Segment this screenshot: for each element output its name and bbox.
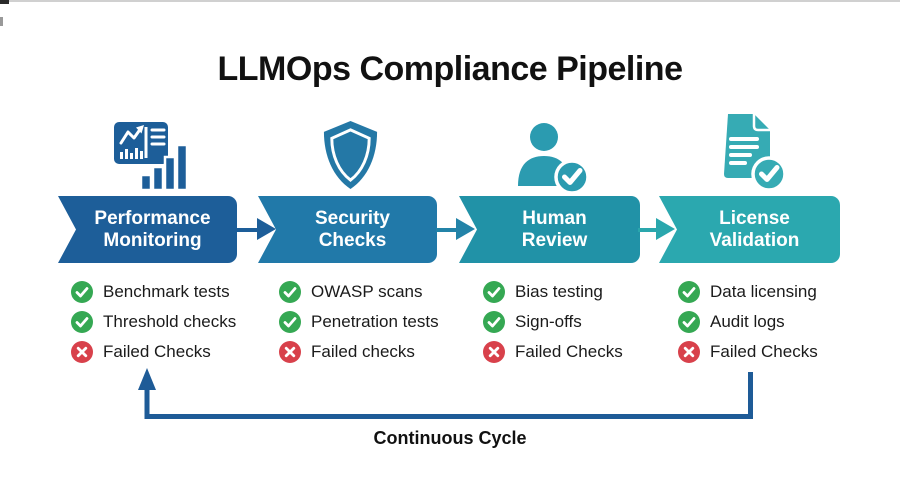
continuous-cycle-label: Continuous Cycle [373,428,527,448]
document-check-icon [712,112,792,196]
connector-arrow-line-1 [235,228,261,232]
list-item: Penetration tests [279,311,439,333]
frame-top-artifact [0,0,900,2]
list-item-label: OWASP scans [311,282,423,301]
check-circle-icon [71,281,93,303]
page-title: LLMOps Compliance Pipeline [217,50,683,88]
list-item: Failed Checks [678,341,818,363]
list-item-label: Threshold checks [103,312,237,331]
stage-banner-license-validation: License Validation [659,196,840,263]
check-circle-icon [279,311,301,333]
check-circle-icon [279,281,301,303]
list-item: Failed checks [279,341,415,363]
list-item: Benchmark tests [71,281,230,303]
continuous-cycle-arrow [137,366,767,426]
check-circle-icon [71,311,93,333]
list-item: Bias testing [483,281,603,303]
connector-arrowhead-3 [656,218,675,240]
x-circle-icon [483,341,505,363]
list-item-label: Failed Checks [103,342,211,361]
list-item-label: Failed Checks [515,342,623,361]
check-circle-icon [678,311,700,333]
frame-left-artifact [0,17,3,26]
list-item-label: Bias testing [515,282,603,301]
x-circle-icon [279,341,301,363]
connector-arrowhead-2 [456,218,475,240]
stage-title-line: Validation [709,229,800,251]
list-item-label: Penetration tests [311,312,439,331]
list-item-label: Failed checks [311,342,415,361]
x-circle-icon [678,341,700,363]
list-item: Sign-offs [483,311,582,333]
connector-arrowhead-1 [257,218,276,240]
list-item: Audit logs [678,311,785,333]
list-item-label: Benchmark tests [103,282,230,301]
stage-title-line: Human [522,207,587,229]
check-circle-icon [483,281,505,303]
stage-title-line: Checks [318,229,387,251]
stage-title-line: License [719,207,790,229]
list-item: OWASP scans [279,281,422,303]
stage-banner-performance-monitoring: Performance Monitoring [58,196,237,263]
check-circle-icon [483,311,505,333]
stage-title-line: Review [521,229,588,251]
stage-title-line: Monitoring [103,229,202,251]
list-item-label: Sign-offs [515,312,582,331]
x-circle-icon [71,341,93,363]
shield-icon [319,119,382,192]
list-item: Data licensing [678,281,817,303]
stage-banner-security-checks: Security Checks [258,196,437,263]
frame-corner-artifact [0,0,9,4]
stage-banner-human-review: Human Review [459,196,640,263]
list-item: Threshold checks [71,311,236,333]
stage-title-line: Performance [94,207,211,229]
list-item: Failed Checks [483,341,623,363]
connector-arrow-line-2 [436,228,461,232]
list-item: Failed Checks [71,341,211,363]
dashboard-chart-icon [112,116,190,194]
list-item-label: Failed Checks [710,342,818,361]
check-circle-icon [678,281,700,303]
person-check-icon [514,120,592,196]
stage-title-line: Security [315,207,390,229]
connector-arrow-line-3 [638,228,662,232]
list-item-label: Data licensing [710,282,817,301]
list-item-label: Audit logs [710,312,785,331]
